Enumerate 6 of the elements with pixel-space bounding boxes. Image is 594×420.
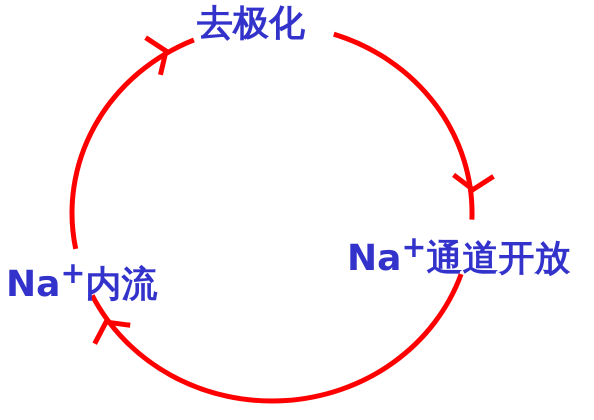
arrow: [332, 32, 493, 220]
node-label: Na$^{+}$通道开放: [347, 226, 571, 281]
node-label: 去极化: [197, 2, 305, 46]
node-label: Na$^{+}$内流: [6, 252, 158, 307]
arrow: [90, 273, 464, 404]
arrow: [70, 38, 195, 250]
